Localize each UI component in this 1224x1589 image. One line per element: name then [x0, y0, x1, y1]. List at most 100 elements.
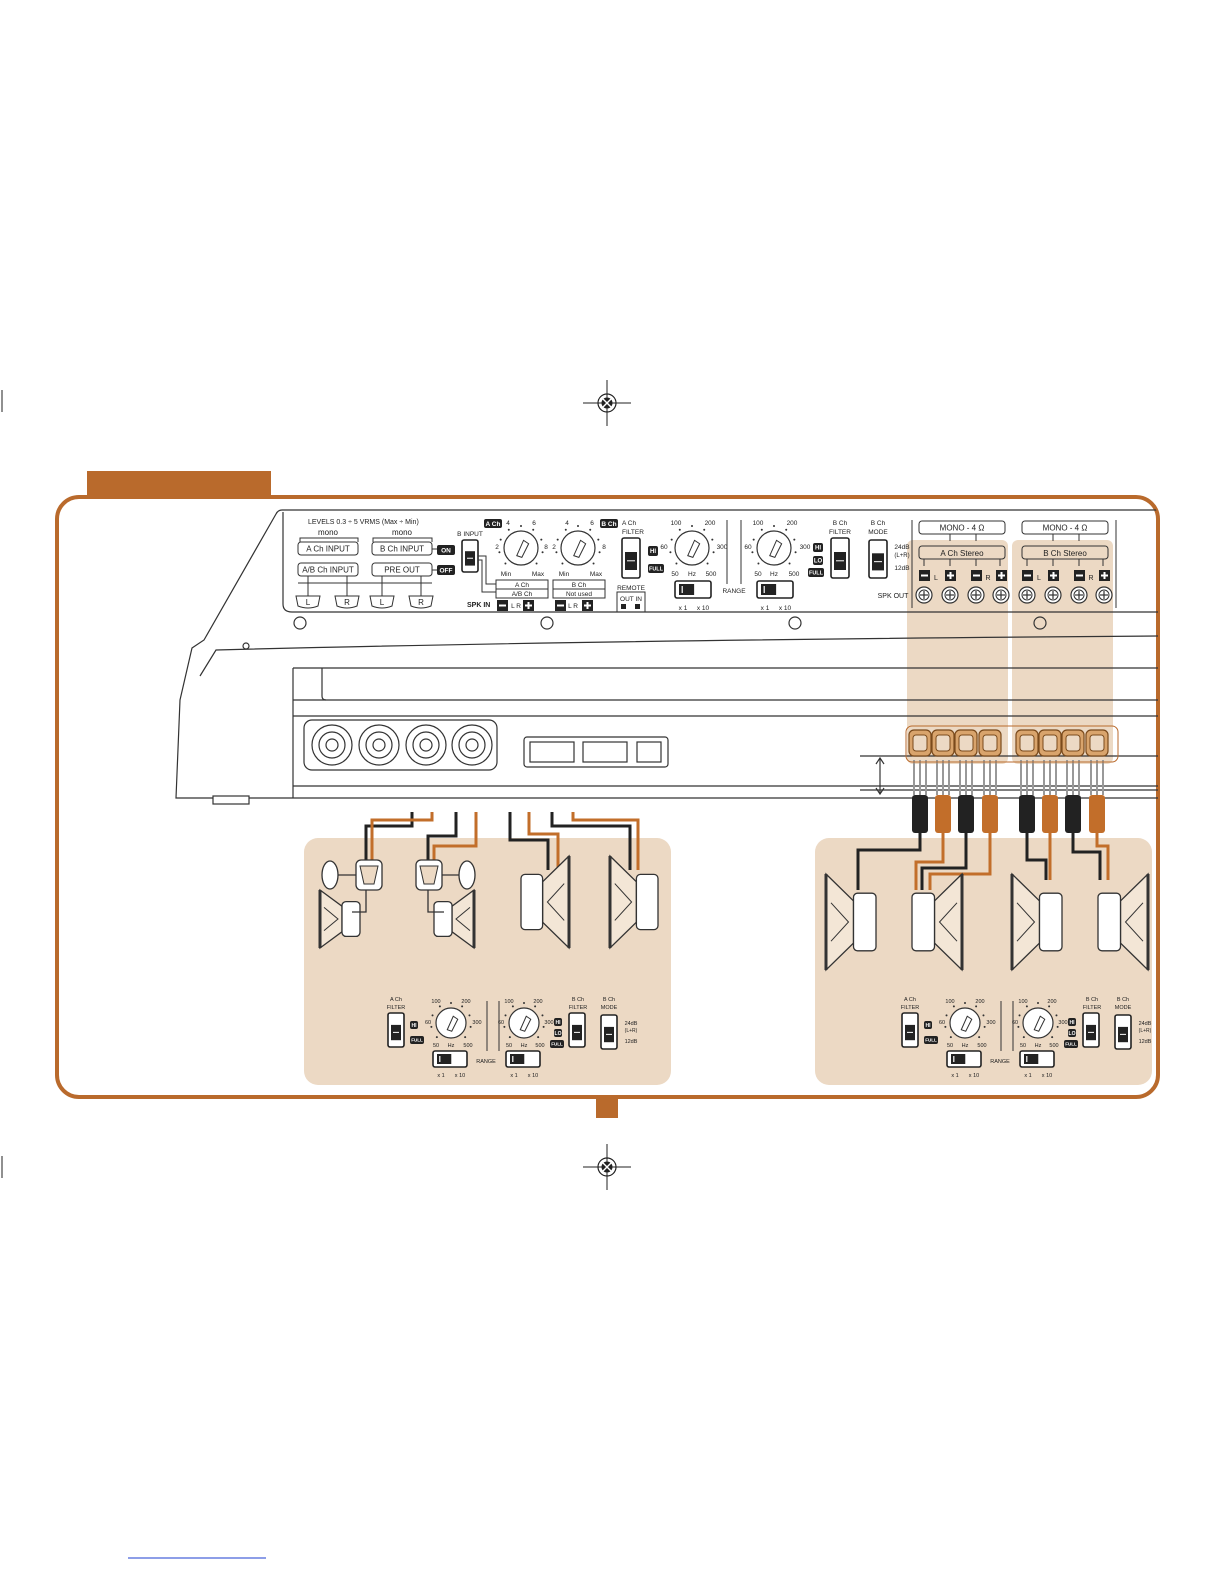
rca-jack-icon[interactable]	[408, 595, 434, 609]
a-ch-badge-badge	[484, 519, 502, 528]
right-mini-filter-panel-b-500: 500	[1049, 1043, 1058, 1049]
speaker-basket-rib	[1016, 902, 1036, 942]
screw-terminal-icon[interactable]	[915, 586, 933, 604]
plug-wire-strand	[936, 760, 950, 795]
a-x10-label: x 10	[697, 605, 710, 612]
plus-sign-icon	[996, 570, 1007, 581]
left-mini-filter-panel-a-switch[interactable]	[387, 1012, 405, 1048]
b-ch-mode-switch[interactable]	[868, 539, 888, 579]
a-ch-gain-knob	[498, 525, 544, 566]
a-ch-mono-label-box	[918, 520, 1006, 535]
left-mini-filter-panel-b-200: 200	[533, 999, 542, 1005]
right-mini-filter-panel-b-200: 200	[1047, 999, 1056, 1005]
knob-tick	[561, 562, 564, 565]
wire-sleeve	[1089, 795, 1105, 833]
knob-tick	[469, 1025, 472, 1028]
right-mini-filter-panel-b-range[interactable]	[1019, 1050, 1055, 1068]
right-mini-filter-panel-b-300: 300	[1058, 1020, 1067, 1026]
terminal-screw	[918, 589, 930, 601]
knob-tick	[1037, 1002, 1039, 1004]
a-ch-badge: A Ch	[486, 521, 501, 528]
right-mini-filter-panel-a-x1: x 1	[951, 1073, 958, 1079]
speaker-magnet	[635, 873, 659, 931]
a-hi-badge-badge	[648, 546, 658, 556]
on-label-badge	[437, 545, 455, 555]
gain-tick-b8: 8	[602, 544, 606, 551]
a-ch-filter-switch[interactable]	[621, 537, 641, 579]
spk-in-b-sub: Not used	[566, 591, 592, 598]
right-mini-filter-panel-b-knob	[1017, 1002, 1059, 1039]
left-mini-filter-panel-a-sub: FILTER	[387, 1005, 406, 1011]
knob-tick	[499, 538, 502, 541]
screw-terminal-icon[interactable]	[992, 586, 1010, 604]
b-ch-freq-knob	[751, 525, 797, 566]
right-mini-filter-panel-mode-switch[interactable]	[1114, 1014, 1132, 1050]
plug-hole	[935, 734, 951, 752]
left-mini-filter-panel-a-hi-badge	[410, 1021, 418, 1029]
left-mini-filter-panel-b-x10: x 10	[528, 1073, 538, 1079]
left-mini-filter-panel-b-switch[interactable]	[568, 1012, 586, 1048]
left-mini-filter-panel-a-60: 60	[425, 1020, 431, 1026]
screw-terminal-icon[interactable]	[941, 586, 959, 604]
knob-tick	[711, 538, 714, 541]
left-mini-filter-panel-a-range[interactable]	[432, 1050, 468, 1068]
b-hi-badge: HI	[815, 546, 821, 552]
b-range-switch[interactable]	[756, 580, 794, 599]
screw-terminal-icon[interactable]	[1070, 586, 1088, 604]
knob-tick	[1055, 1014, 1058, 1017]
knob-tick	[508, 1036, 511, 1039]
plug-strip-outline	[905, 725, 1119, 763]
knob-tick	[773, 525, 775, 527]
rca-jack-icon[interactable]	[295, 595, 321, 609]
b-ch-filter-switch[interactable]	[830, 537, 850, 579]
right-mini-filter-panel-b-switch[interactable]	[1082, 1012, 1100, 1048]
left-mini-filter-panel-mode-switch[interactable]	[600, 1014, 618, 1050]
left-mini-filter-panel-b-full: FULL	[551, 1042, 563, 1047]
ab-ch-input-label: A/B Ch INPUT	[302, 565, 354, 574]
plus-sign-icon	[945, 570, 956, 581]
screw-terminal-icon[interactable]	[1018, 586, 1036, 604]
b-lo-badge-badge	[813, 556, 823, 565]
a-ch-mono-label: MONO - 4 Ω	[940, 523, 985, 532]
b-ch-badge-badge	[600, 519, 618, 528]
left-mini-filter-panel-b-x1: x 1	[510, 1073, 517, 1079]
b-input-leads	[478, 555, 496, 593]
left-mini-filter-panel-b-hi-badge	[554, 1018, 562, 1026]
screw-terminal-icon[interactable]	[1095, 586, 1113, 604]
a-ch-input-label: A Ch INPUT	[306, 544, 350, 553]
screw-terminal-icon[interactable]	[967, 586, 985, 604]
off-label-badge	[437, 565, 455, 575]
right-mini-filter-panel-a-range[interactable]	[946, 1050, 982, 1068]
right-mini-filter-panel-a-switch[interactable]	[901, 1012, 919, 1048]
knob-tick	[430, 1025, 433, 1028]
a-max-label: Max	[532, 571, 545, 578]
knob-pointer	[446, 1015, 459, 1032]
rca-jack-icon[interactable]	[334, 595, 360, 609]
speaker-magnet	[1097, 892, 1122, 952]
a-freq-100: 100	[671, 520, 682, 527]
knob-tick	[577, 525, 579, 527]
right-mini-filter-panel-b-full-badge	[1064, 1040, 1078, 1048]
switch-slider	[761, 584, 777, 595]
knob-tick	[760, 528, 763, 531]
rca-jack-icon[interactable]	[369, 595, 395, 609]
b-input-switch[interactable]	[461, 539, 479, 573]
left-mini-filter-panel-a-knob	[430, 1002, 472, 1039]
left-mini-filter-panel-b-range[interactable]	[505, 1050, 541, 1068]
wire-woofer-r-pos	[571, 812, 640, 870]
speaker-basket-rib	[323, 907, 339, 931]
knob-tick	[751, 551, 754, 554]
remote-out-pin	[621, 604, 626, 609]
knob-pointer	[769, 539, 783, 558]
b-ch-output-highlight	[1012, 540, 1113, 764]
a-range-switch[interactable]	[674, 580, 712, 599]
b-ch-mono-leads	[1052, 534, 1080, 541]
knob-tick	[537, 1036, 540, 1039]
knob-tick	[534, 1005, 537, 1008]
wire-out-8	[1095, 833, 1110, 880]
section-header-tab	[87, 471, 271, 497]
knob-tick	[535, 562, 538, 565]
right-mini-filter-panel-a-full-badge	[924, 1036, 938, 1044]
screw-terminal-icon[interactable]	[1044, 586, 1062, 604]
